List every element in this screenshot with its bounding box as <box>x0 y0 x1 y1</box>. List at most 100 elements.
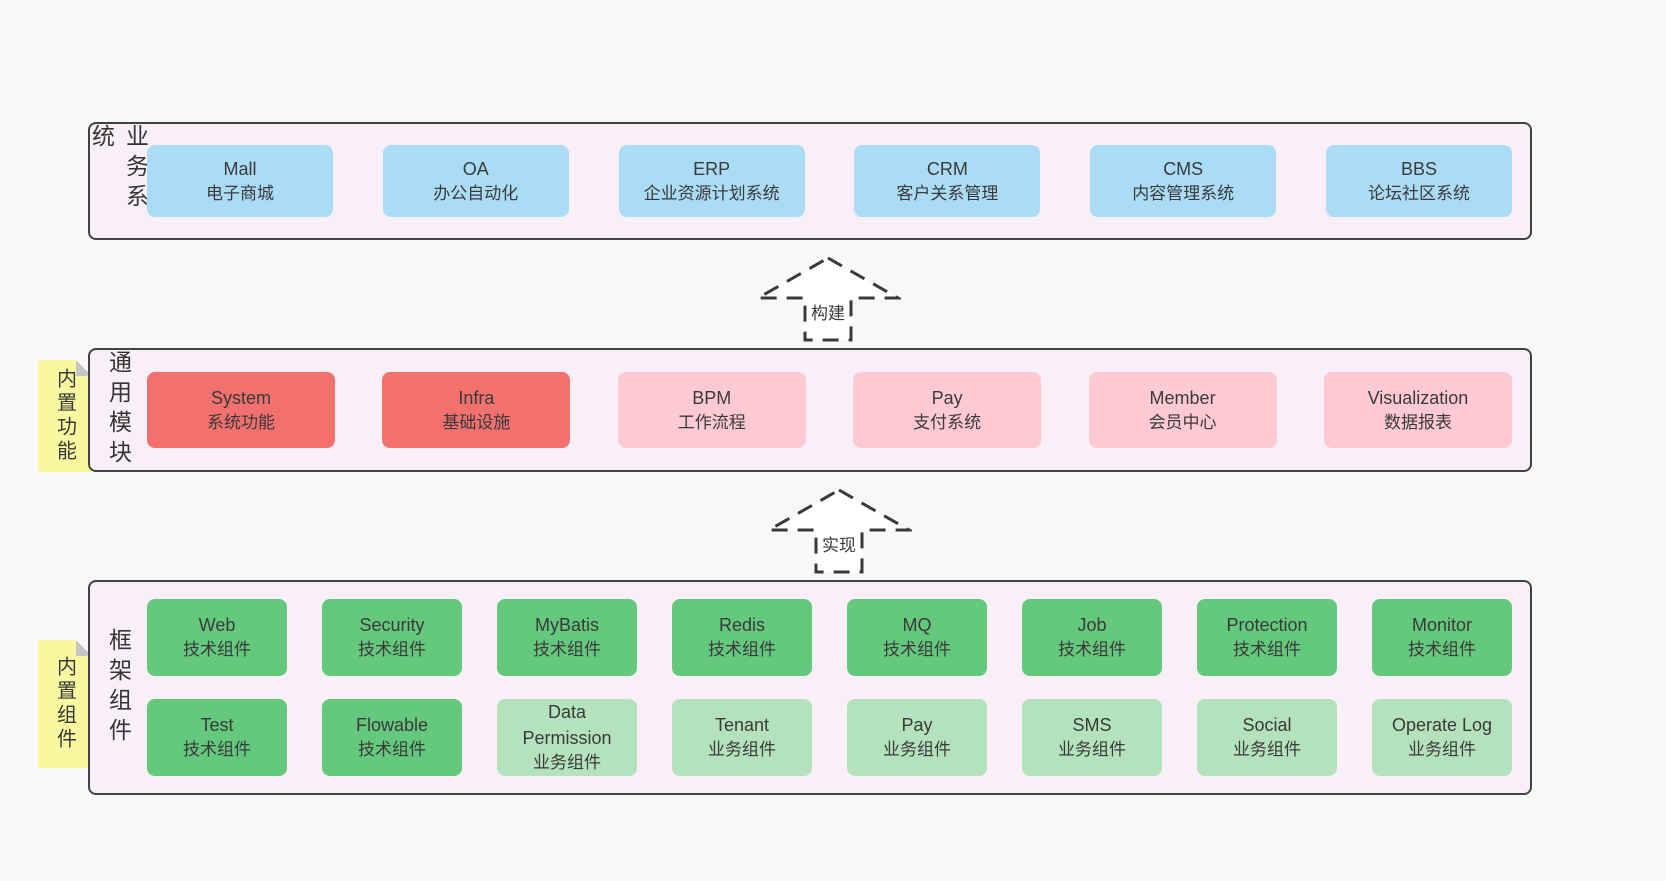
box-bpm: BPM 工作流程 <box>617 372 806 448</box>
box-subtitle: 技术组件 <box>1408 640 1476 660</box>
box-title: Web <box>198 615 236 636</box>
sticky-note-built-in-components: 内置组件 <box>38 640 92 768</box>
box-security: Security 技术组件 <box>322 599 462 676</box>
arrow-label: 构建 <box>808 299 848 324</box>
box-title: Mall <box>223 158 257 179</box>
box-title: Job <box>1077 615 1107 636</box>
box-title: Infra <box>458 387 495 408</box>
box-subtitle: 业务组件 <box>708 740 776 760</box>
box-social: Social 业务组件 <box>1197 699 1337 776</box>
box-subtitle: 工作流程 <box>677 412 746 432</box>
box-subtitle: 业务组件 <box>883 740 951 760</box>
box-title: CRM <box>926 158 968 179</box>
band-framework-components: 框架组件 Web 技术组件 Security 技术组件 MyBatis 技术组件… <box>88 580 1532 795</box>
box-member: Member 会员中心 <box>1088 372 1277 448</box>
box-title: Data Permission <box>522 702 612 749</box>
box-subtitle: 会员中心 <box>1148 412 1217 432</box>
box-subtitle: 业务组件 <box>1233 740 1301 760</box>
box-subtitle: 业务组件 <box>1408 740 1476 760</box>
arrow-label: 实现 <box>819 531 859 556</box>
band-content: Web 技术组件 Security 技术组件 MyBatis 技术组件 Redi… <box>147 582 1530 793</box>
box-web: Web 技术组件 <box>147 599 287 676</box>
box-test: Test 技术组件 <box>147 699 287 776</box>
band-business-systems: 业务系统 Mall 电子商城 OA 办公自动化 ERP 企业资源计划系统 CRM… <box>88 122 1532 240</box>
band-label-business-systems: 业务系统 <box>88 124 149 214</box>
box-cms: CMS 内容管理系统 <box>1090 145 1277 217</box>
sticky-note-built-in-features: 内置功能 <box>38 360 92 472</box>
box-title: Member <box>1149 387 1216 408</box>
box-mq: MQ 技术组件 <box>847 599 987 676</box>
band-label-framework-components: 框架组件 <box>105 627 132 748</box>
band-content: System 系统功能 Infra 基础设施 BPM 工作流程 Pay 支付系统… <box>147 350 1530 470</box>
box-mybatis: MyBatis 技术组件 <box>497 599 637 676</box>
box-title: Test <box>200 715 234 736</box>
box-subtitle: 技术组件 <box>533 640 601 660</box>
box-title: BBS <box>1400 158 1437 179</box>
band-label-common-modules: 通用模块 <box>105 350 132 470</box>
box-title: Visualization <box>1367 387 1469 408</box>
box-oa: OA 办公自动化 <box>382 145 569 217</box>
box-subtitle: 技术组件 <box>1058 640 1126 660</box>
box-title: OA <box>462 158 489 179</box>
box-operate-log: Operate Log 业务组件 <box>1372 699 1512 776</box>
box-subtitle: 企业资源计划系统 <box>643 183 780 203</box>
box-title: Protection <box>1226 615 1308 636</box>
box-title: Monitor <box>1411 615 1473 636</box>
box-subtitle: 业务组件 <box>533 753 601 773</box>
box-subtitle: 电子商城 <box>206 183 274 203</box>
box-subtitle: 技术组件 <box>183 740 251 760</box>
box-title: ERP <box>693 158 731 179</box>
box-flowable: Flowable 技术组件 <box>322 699 462 776</box>
box-pay-system: Pay 支付系统 <box>853 372 1042 448</box>
box-tenant: Tenant 业务组件 <box>672 699 812 776</box>
sticky-note-label: 内置组件 <box>53 656 76 752</box>
box-title: Pay <box>931 387 963 408</box>
box-subtitle: 客户关系管理 <box>896 183 999 203</box>
arrow-build: 构建 <box>755 255 901 343</box>
box-subtitle: 技术组件 <box>883 640 951 660</box>
box-title: Pay <box>901 715 933 736</box>
band-common-modules: 通用模块 System 系统功能 Infra 基础设施 BPM 工作流程 Pay… <box>88 348 1532 472</box>
band-content: Mall 电子商城 OA 办公自动化 ERP 企业资源计划系统 CRM 客户关系… <box>147 124 1530 238</box>
box-title: MyBatis <box>534 615 599 636</box>
box-mall: Mall 电子商城 <box>147 145 333 217</box>
box-title: Operate Log <box>1391 715 1493 736</box>
box-title: Tenant <box>714 715 770 736</box>
box-subtitle: 技术组件 <box>1233 640 1301 660</box>
box-subtitle: 数据报表 <box>1383 412 1452 432</box>
box-subtitle: 论坛社区系统 <box>1367 183 1470 203</box>
box-monitor: Monitor 技术组件 <box>1372 599 1512 676</box>
box-title: MQ <box>902 615 932 636</box>
box-infra: Infra 基础设施 <box>382 372 571 448</box>
box-subtitle: 技术组件 <box>708 640 776 660</box>
arrow-implement: 实现 <box>766 487 912 575</box>
box-title: BPM <box>692 387 732 408</box>
box-protection: Protection 技术组件 <box>1197 599 1337 676</box>
box-bbs: BBS 论坛社区系统 <box>1325 145 1512 217</box>
box-title: Social <box>1242 715 1292 736</box>
box-subtitle: 内容管理系统 <box>1132 183 1235 203</box>
box-title: Flowable <box>355 715 429 736</box>
box-subtitle: 办公自动化 <box>433 183 519 203</box>
box-sms: SMS 业务组件 <box>1022 699 1162 776</box>
box-visualization: Visualization 数据报表 <box>1323 372 1512 448</box>
box-title: Redis <box>718 615 766 636</box>
sticky-note-label: 内置功能 <box>53 368 76 464</box>
box-subtitle: 业务组件 <box>1058 740 1126 760</box>
box-subtitle: 技术组件 <box>183 640 251 660</box>
box-subtitle: 基础设施 <box>442 412 511 432</box>
box-title: SMS <box>1072 715 1112 736</box>
box-pay-component: Pay 业务组件 <box>847 699 987 776</box>
box-erp: ERP 企业资源计划系统 <box>618 145 805 217</box>
box-subtitle: 系统功能 <box>207 412 275 432</box>
box-subtitle: 技术组件 <box>358 740 426 760</box>
box-data-permission: Data Permission 业务组件 <box>497 699 637 776</box>
box-system: System 系统功能 <box>147 372 335 448</box>
box-title: Security <box>359 615 425 636</box>
box-title: CMS <box>1163 158 1204 179</box>
box-title: System <box>210 387 271 408</box>
box-job: Job 技术组件 <box>1022 599 1162 676</box>
box-redis: Redis 技术组件 <box>672 599 812 676</box>
box-subtitle: 支付系统 <box>913 412 982 432</box>
